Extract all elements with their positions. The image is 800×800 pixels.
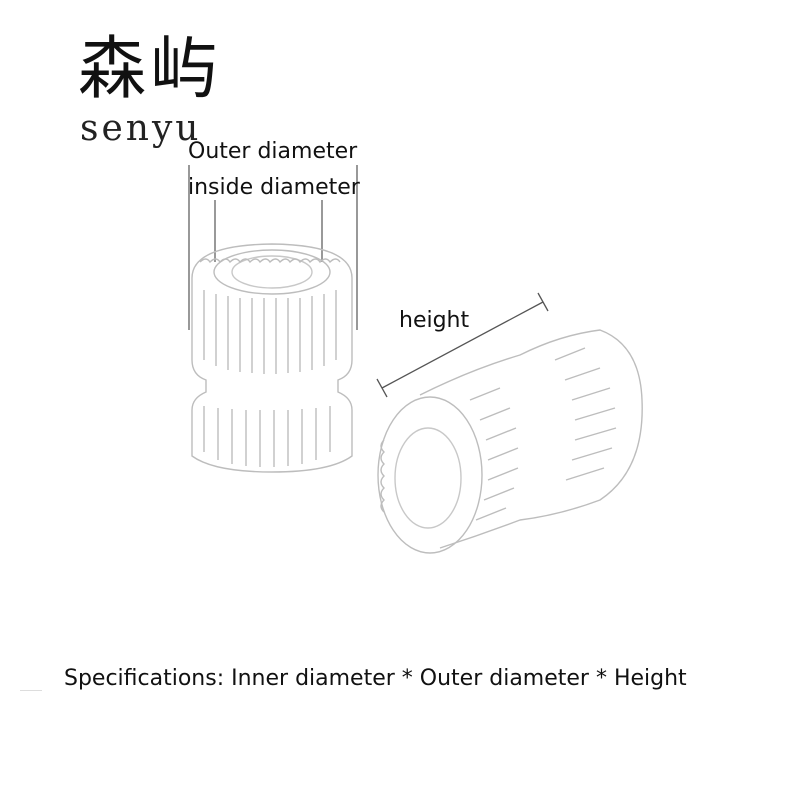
brand-logo-latin: senyu (80, 108, 202, 149)
outer-diameter-label: Outer diameter (188, 139, 358, 164)
outer-diameter-dimension (188, 165, 358, 330)
decorative-dash (20, 690, 42, 691)
inside-diameter-dimension (214, 200, 323, 262)
inside-diameter-label: inside diameter (188, 175, 360, 200)
upright-insert-sketch (191, 243, 353, 473)
height-dimension (376, 292, 549, 398)
specifications-text: Specifications: Inner diameter * Outer d… (64, 666, 687, 691)
lying-insert-sketch (377, 329, 643, 554)
height-label: height (399, 308, 470, 333)
brand-logo-chinese: 森屿 (78, 30, 223, 109)
